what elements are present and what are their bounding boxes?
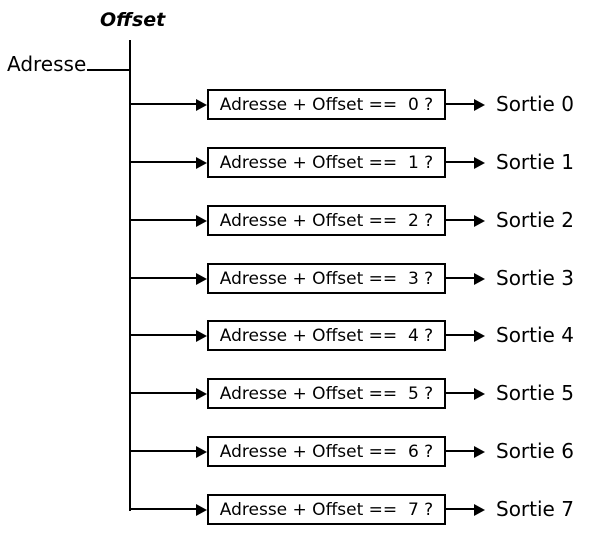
- adresse-label: Adresse: [7, 52, 87, 76]
- condition-box: Adresse + Offset == 6 ?: [207, 436, 446, 467]
- condition-box: Adresse + Offset == 2 ?: [207, 205, 446, 236]
- arrowhead-right-icon: [474, 503, 485, 516]
- branch-line: [130, 450, 197, 452]
- branch-line: [130, 103, 197, 105]
- branch-line: [130, 161, 197, 163]
- arrowhead-right-icon: [196, 214, 207, 227]
- arrowhead-right-icon: [474, 214, 485, 227]
- output-line: [446, 334, 475, 336]
- arrowhead-right-icon: [474, 329, 485, 342]
- condition-label: Adresse + Offset == 1 ?: [219, 152, 434, 173]
- condition-box: Adresse + Offset == 5 ?: [207, 378, 446, 409]
- arrowhead-right-icon: [474, 98, 485, 111]
- condition-box: Adresse + Offset == 7 ?: [207, 494, 446, 525]
- output-line: [446, 450, 475, 452]
- branch-line: [130, 277, 197, 279]
- output-line: [446, 103, 475, 105]
- condition-box: Adresse + Offset == 4 ?: [207, 320, 446, 351]
- condition-label: Adresse + Offset == 4 ?: [219, 325, 434, 346]
- output-label: Sortie 5: [496, 381, 574, 405]
- arrowhead-right-icon: [196, 329, 207, 342]
- arrowhead-right-icon: [196, 272, 207, 285]
- output-label: Sortie 6: [496, 439, 574, 463]
- decoder-row: Adresse + Offset == 1 ? Sortie 1: [0, 147, 602, 178]
- arrowhead-right-icon: [196, 387, 207, 400]
- output-line: [446, 392, 475, 394]
- condition-box: Adresse + Offset == 3 ?: [207, 263, 446, 294]
- output-line: [446, 508, 475, 510]
- output-label: Sortie 3: [496, 266, 574, 290]
- condition-label: Adresse + Offset == 3 ?: [219, 268, 434, 289]
- output-label: Sortie 7: [496, 497, 574, 521]
- output-label: Sortie 2: [496, 208, 574, 232]
- branch-line: [130, 219, 197, 221]
- arrowhead-right-icon: [196, 503, 207, 516]
- arrowhead-right-icon: [474, 272, 485, 285]
- arrowhead-right-icon: [474, 156, 485, 169]
- output-label: Sortie 4: [496, 323, 574, 347]
- output-line: [446, 277, 475, 279]
- condition-box: Adresse + Offset == 1 ?: [207, 147, 446, 178]
- decoder-row: Adresse + Offset == 2 ? Sortie 2: [0, 205, 602, 236]
- offset-label: Offset: [100, 9, 166, 31]
- condition-box: Adresse + Offset == 0 ?: [207, 89, 446, 120]
- condition-label: Adresse + Offset == 7 ?: [219, 499, 434, 520]
- branch-line: [130, 334, 197, 336]
- arrowhead-right-icon: [196, 98, 207, 111]
- offset-bus-vertical-line: [129, 40, 131, 511]
- branch-line: [130, 508, 197, 510]
- output-label: Sortie 0: [496, 92, 574, 116]
- condition-label: Adresse + Offset == 6 ?: [219, 441, 434, 462]
- decoder-row: Adresse + Offset == 4 ? Sortie 4: [0, 320, 602, 351]
- decoder-row: Adresse + Offset == 5 ? Sortie 5: [0, 378, 602, 409]
- output-line: [446, 219, 475, 221]
- output-label: Sortie 1: [496, 150, 574, 174]
- condition-label: Adresse + Offset == 0 ?: [219, 94, 434, 115]
- decoder-row: Adresse + Offset == 6 ? Sortie 6: [0, 436, 602, 467]
- arrowhead-right-icon: [474, 445, 485, 458]
- condition-label: Adresse + Offset == 5 ?: [219, 383, 434, 404]
- decoder-row: Adresse + Offset == 0 ? Sortie 0: [0, 89, 602, 120]
- arrowhead-right-icon: [196, 156, 207, 169]
- condition-label: Adresse + Offset == 2 ?: [219, 210, 434, 231]
- arrowhead-right-icon: [474, 387, 485, 400]
- decoder-row: Adresse + Offset == 3 ? Sortie 3: [0, 263, 602, 294]
- output-line: [446, 161, 475, 163]
- branch-line: [130, 392, 197, 394]
- arrowhead-right-icon: [196, 445, 207, 458]
- adresse-connector-line: [87, 69, 130, 71]
- decoder-row: Adresse + Offset == 7 ? Sortie 7: [0, 494, 602, 525]
